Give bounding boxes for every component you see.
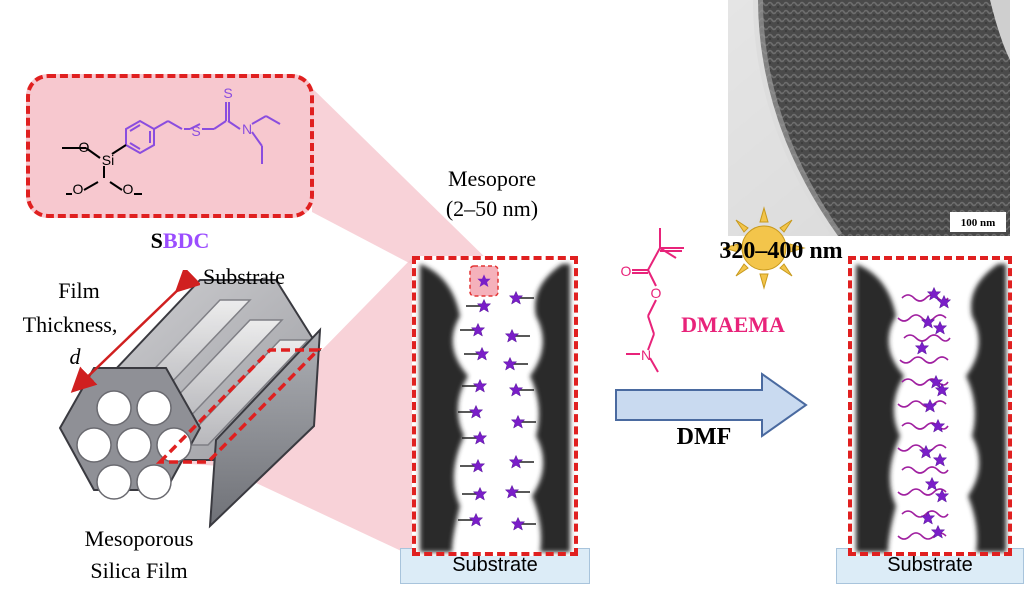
tem-image: 100 nm (728, 0, 1010, 236)
sbdc-atom-o2: O (73, 181, 84, 197)
substrate-center-label: Substrate (452, 554, 538, 576)
mesoporous-label-line1: Mesoporous (84, 526, 194, 551)
dmaema-label: DMAEMA (681, 312, 785, 337)
sbdc-atom-o1: O (79, 139, 90, 155)
polymer-chains (897, 294, 951, 540)
pore-panel-center (412, 256, 578, 556)
dmaema-atom-o-ester: O (651, 285, 662, 301)
film-thickness-d: d (69, 344, 81, 369)
scale-bar-label: 100 nm (961, 217, 996, 229)
sbdc-structure: Si O O O S S N (62, 85, 281, 197)
sbdc-label-bdc: BDC (162, 228, 210, 253)
dmaema-atom-o-carbonyl: O (621, 263, 632, 279)
dmf-label: DMF (676, 424, 732, 450)
sbdc-atom-s-double: S (223, 85, 232, 101)
sbdc-label-s: S (150, 228, 163, 253)
star-initiator-icon (468, 290, 526, 531)
pore-panel-right (848, 256, 1012, 556)
film-thickness-line1: Film (58, 278, 100, 303)
dmaema-atom-n: N (641, 347, 651, 363)
mesoporous-label-line2: Silica Film (90, 558, 188, 583)
dmaema-structure: O O N (621, 228, 684, 373)
sbdc-atom-o3: O (123, 181, 134, 197)
film-thickness-line2: Thickness, (22, 312, 118, 337)
sbdc-label: SBDC (140, 228, 220, 254)
pore-panel-right-frame (848, 256, 1012, 556)
mesoporous-film-diagram (58, 279, 323, 529)
sbdc-atom-si: Si (102, 152, 114, 168)
substrate-right-label: Substrate (887, 554, 973, 576)
pore-panel-center-frame (412, 256, 578, 556)
substrate-top-label: Substrate (203, 264, 285, 289)
sbdc-atom-n: N (242, 121, 252, 137)
wavelength-label: 320–400 nm (719, 238, 843, 264)
reaction-arrow-icon[interactable] (612, 370, 812, 440)
double-headed-arrow-icon (70, 270, 200, 393)
sbdc-structure-box (26, 74, 314, 218)
mesopore-label-line1: Mesopore (448, 166, 536, 191)
mesopore-label-line2: (2–50 nm) (445, 196, 539, 221)
sun-icon (722, 206, 806, 290)
sbdc-atom-s-thio: S (191, 123, 200, 139)
